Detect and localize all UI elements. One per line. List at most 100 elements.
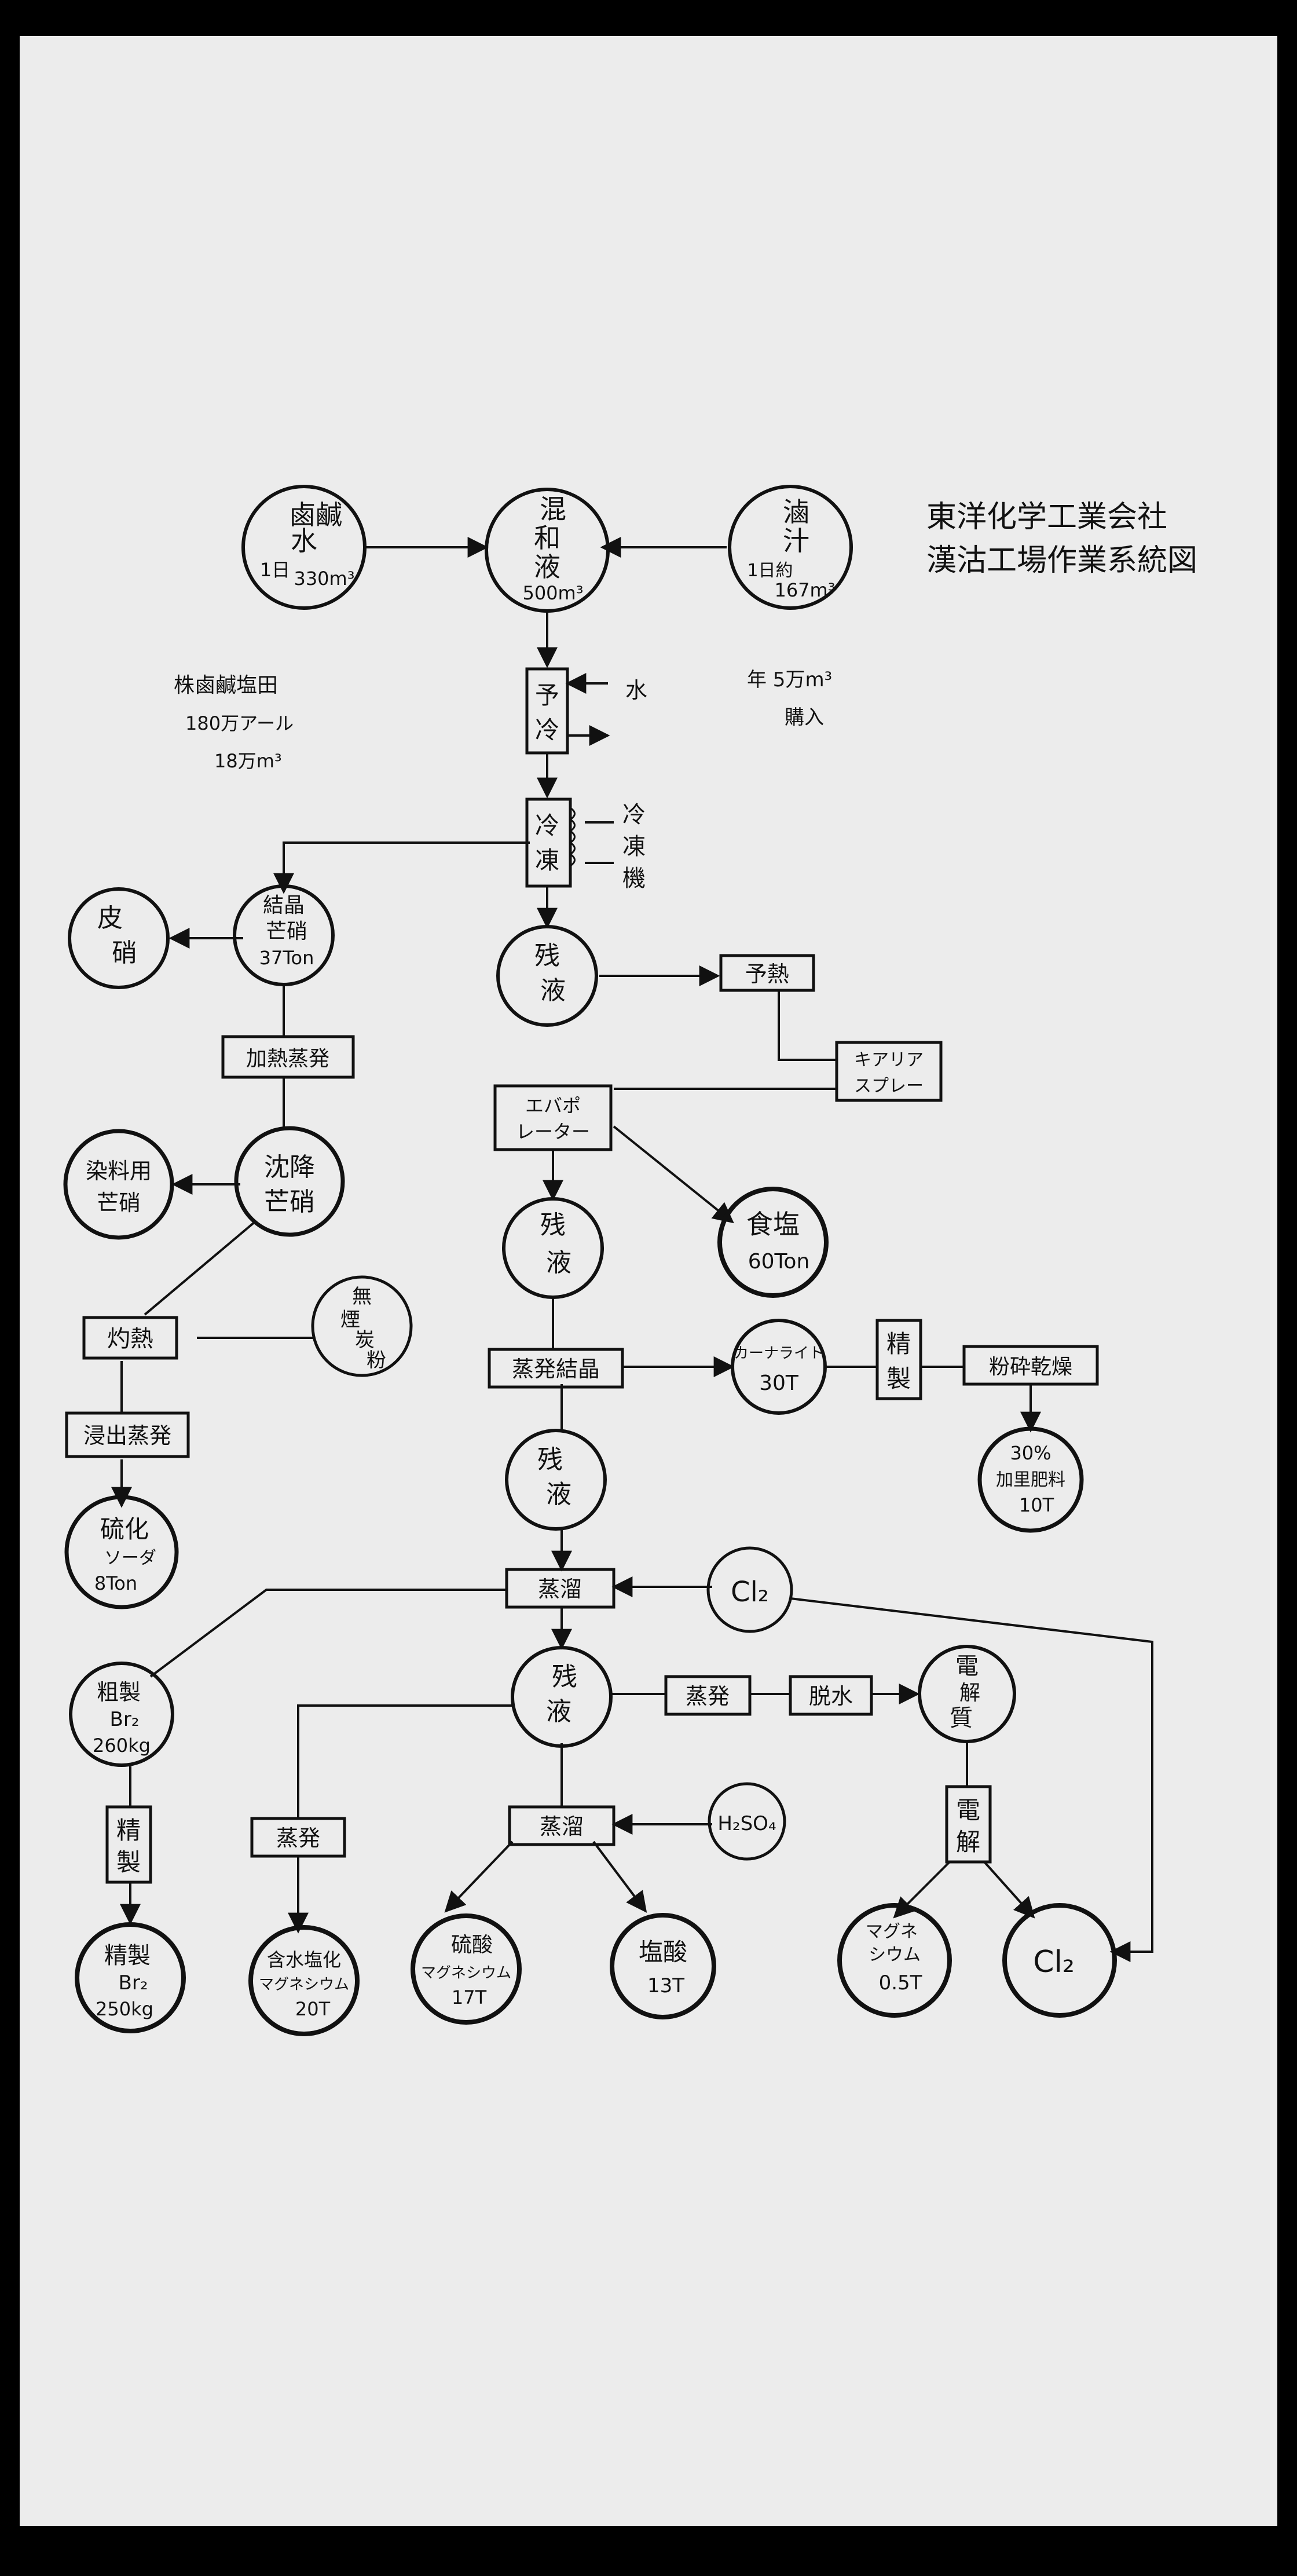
- refine2-rect: [105, 1805, 152, 1884]
- mgso4-sub: マグネシウム: [421, 1964, 511, 1982]
- electrolyte-char-2: 解: [959, 1681, 980, 1705]
- evap-crystal-box: 蒸発結晶: [488, 1348, 624, 1389]
- distill2-label: 蒸溜: [540, 1814, 584, 1839]
- h2so4-node: H₂SO₄: [708, 1782, 786, 1861]
- magnesium-line-1: マグネ: [866, 1922, 918, 1942]
- residue2-char-2: 液: [546, 1248, 571, 1278]
- mixing-char-3: 液: [534, 551, 560, 583]
- brine-volume: 330m³: [294, 568, 354, 590]
- electrolyte-char-3: 質: [950, 1705, 973, 1732]
- preheat-to-spray-line: [778, 990, 837, 1061]
- carnallite-label: カーナライト: [734, 1345, 824, 1362]
- bittern-daily: 1日約: [747, 561, 793, 581]
- hcl-circle: [610, 1913, 716, 2019]
- distill2-to-hcl-arrow: [592, 1840, 647, 1913]
- calcine-label: 灼熱: [107, 1326, 153, 1352]
- dye-salt-node: 染料用 芒硝: [63, 1129, 174, 1240]
- mixing-circle: [485, 488, 610, 613]
- smokeless-coal-node: 無 煙 炭 粉: [311, 1275, 413, 1377]
- refined-br-formula: Br₂: [119, 1971, 148, 1995]
- magnesium-amount: 0.5T: [879, 1971, 922, 1995]
- residue4-node: 残 液: [511, 1646, 613, 1748]
- bittern-volume: 167m³: [774, 579, 835, 601]
- distill-to-crudebr-line: [149, 1589, 507, 1678]
- leach-evap-rect: [65, 1411, 190, 1458]
- mgcl-node: 含水塩化 マグネシウム 20T: [248, 1925, 360, 2036]
- electrolysis-to-cl-arrow: [983, 1861, 1035, 1919]
- calcine-rect: [82, 1316, 178, 1360]
- potash-node: 30% 加里肥料 10T: [977, 1426, 1084, 1533]
- refine1-char-1: 精: [886, 1330, 911, 1358]
- residue3-char-2: 液: [546, 1480, 571, 1509]
- crude-br-formula: Br₂: [110, 1708, 140, 1731]
- sodium-sulfide-sub: ソーダ: [104, 1548, 156, 1568]
- electrolyte-char-1: 電: [955, 1653, 979, 1679]
- potash-percent: 30%: [1010, 1442, 1051, 1464]
- mgso4-label: 硫酸: [451, 1933, 493, 1957]
- table-salt-circle: [717, 1187, 829, 1298]
- evaporator-line-2: レーター: [516, 1121, 590, 1143]
- freezer-char-3: 機: [622, 865, 646, 892]
- freeze-char-1: 冷: [535, 811, 559, 840]
- residue4-char-2: 液: [546, 1697, 571, 1726]
- residue1-circle: [496, 925, 598, 1027]
- sediment-salt-char-1: 沈降: [264, 1152, 315, 1182]
- crush-dry-rect: [962, 1345, 1099, 1386]
- distill1-label: 蒸溜: [538, 1576, 582, 1602]
- hcl-node: 塩酸 13T: [610, 1913, 716, 2019]
- heat-evap-box: 加熱蒸発: [221, 1035, 355, 1079]
- residue3-circle: [505, 1429, 607, 1531]
- sodium-sulfide-amount: 8Ton: [94, 1572, 137, 1594]
- precool-char-2: 冷: [535, 716, 559, 744]
- table-salt-label: 食塩: [746, 1209, 800, 1240]
- brine-water: 水: [291, 525, 317, 557]
- residue4-char-1: 残: [552, 1662, 577, 1692]
- magnesium-line-2: シウム: [869, 1945, 921, 1965]
- evaporator-to-salt-arrow: [613, 1125, 734, 1224]
- residue3-node: 残 液: [505, 1429, 607, 1531]
- residue1-char-1: 残: [534, 941, 560, 971]
- electrolysis-box: 電 解: [945, 1785, 992, 1864]
- evap3-rect: [250, 1817, 346, 1858]
- table-salt-amount: 60Ton: [748, 1250, 810, 1274]
- carnallite-amount: 30T: [759, 1371, 799, 1395]
- distill1-box: 蒸溜: [505, 1568, 615, 1609]
- coal-char-2: 煙: [340, 1308, 360, 1331]
- mixing-node: 混 和 液 500m³: [485, 488, 610, 613]
- electrolyte-node: 電 解 質: [918, 1645, 1016, 1743]
- chlorine-out-node: Cl₂: [1002, 1903, 1117, 2018]
- paper-sheet: [20, 36, 1277, 2526]
- evaporator-rect: [493, 1084, 613, 1151]
- refine2-char-2: 製: [116, 1848, 141, 1876]
- dye-salt-line-2: 芒硝: [97, 1190, 141, 1216]
- crystal-salt-amount: 37Ton: [259, 947, 314, 969]
- leach-evap-box: 浸出蒸発: [65, 1411, 190, 1458]
- electrolysis-rect: [945, 1785, 992, 1864]
- electrolysis-char-1: 電: [956, 1796, 980, 1824]
- dye-salt-line-1: 染料用: [86, 1158, 152, 1184]
- salt-field-area: 180万アール: [185, 712, 294, 734]
- skin-salt-char-1: 皮: [97, 903, 123, 933]
- sodium-sulfide-circle: [64, 1495, 179, 1609]
- potash-amount: 10T: [1019, 1494, 1054, 1516]
- bittern-circle: [728, 485, 853, 610]
- carnallite-node: カーナライト 30T: [731, 1319, 827, 1415]
- heat-evap-label: 加熱蒸発: [246, 1047, 329, 1071]
- diagram-title: 漢沽工場作業系統図: [926, 543, 1197, 578]
- mgso4-amount: 17T: [452, 1986, 487, 2008]
- sodium-sulfide-label: 硫化: [100, 1515, 149, 1543]
- sodium-sulfide-node: 硫化 ソーダ 8Ton: [64, 1495, 179, 1609]
- residue2-node: 残 液: [502, 1197, 604, 1299]
- h2so4-circle: [708, 1782, 786, 1861]
- residue4-to-evap3-line: [297, 1704, 512, 1818]
- crystal-salt-char-2: 芒硝: [266, 920, 307, 943]
- residue1-node: 残 液: [496, 925, 598, 1027]
- crude-br-label: 粗製: [97, 1679, 141, 1705]
- evap2-label: 蒸発: [686, 1684, 730, 1709]
- freezer-label: 冷 凍 機: [622, 802, 646, 892]
- heat-evap-rect: [221, 1035, 355, 1079]
- dehydrate-label: 脱水: [809, 1684, 853, 1709]
- crystal-salt-circle: [233, 884, 335, 986]
- connectors: [111, 537, 1153, 1962]
- residue3-char-1: 残: [537, 1445, 563, 1474]
